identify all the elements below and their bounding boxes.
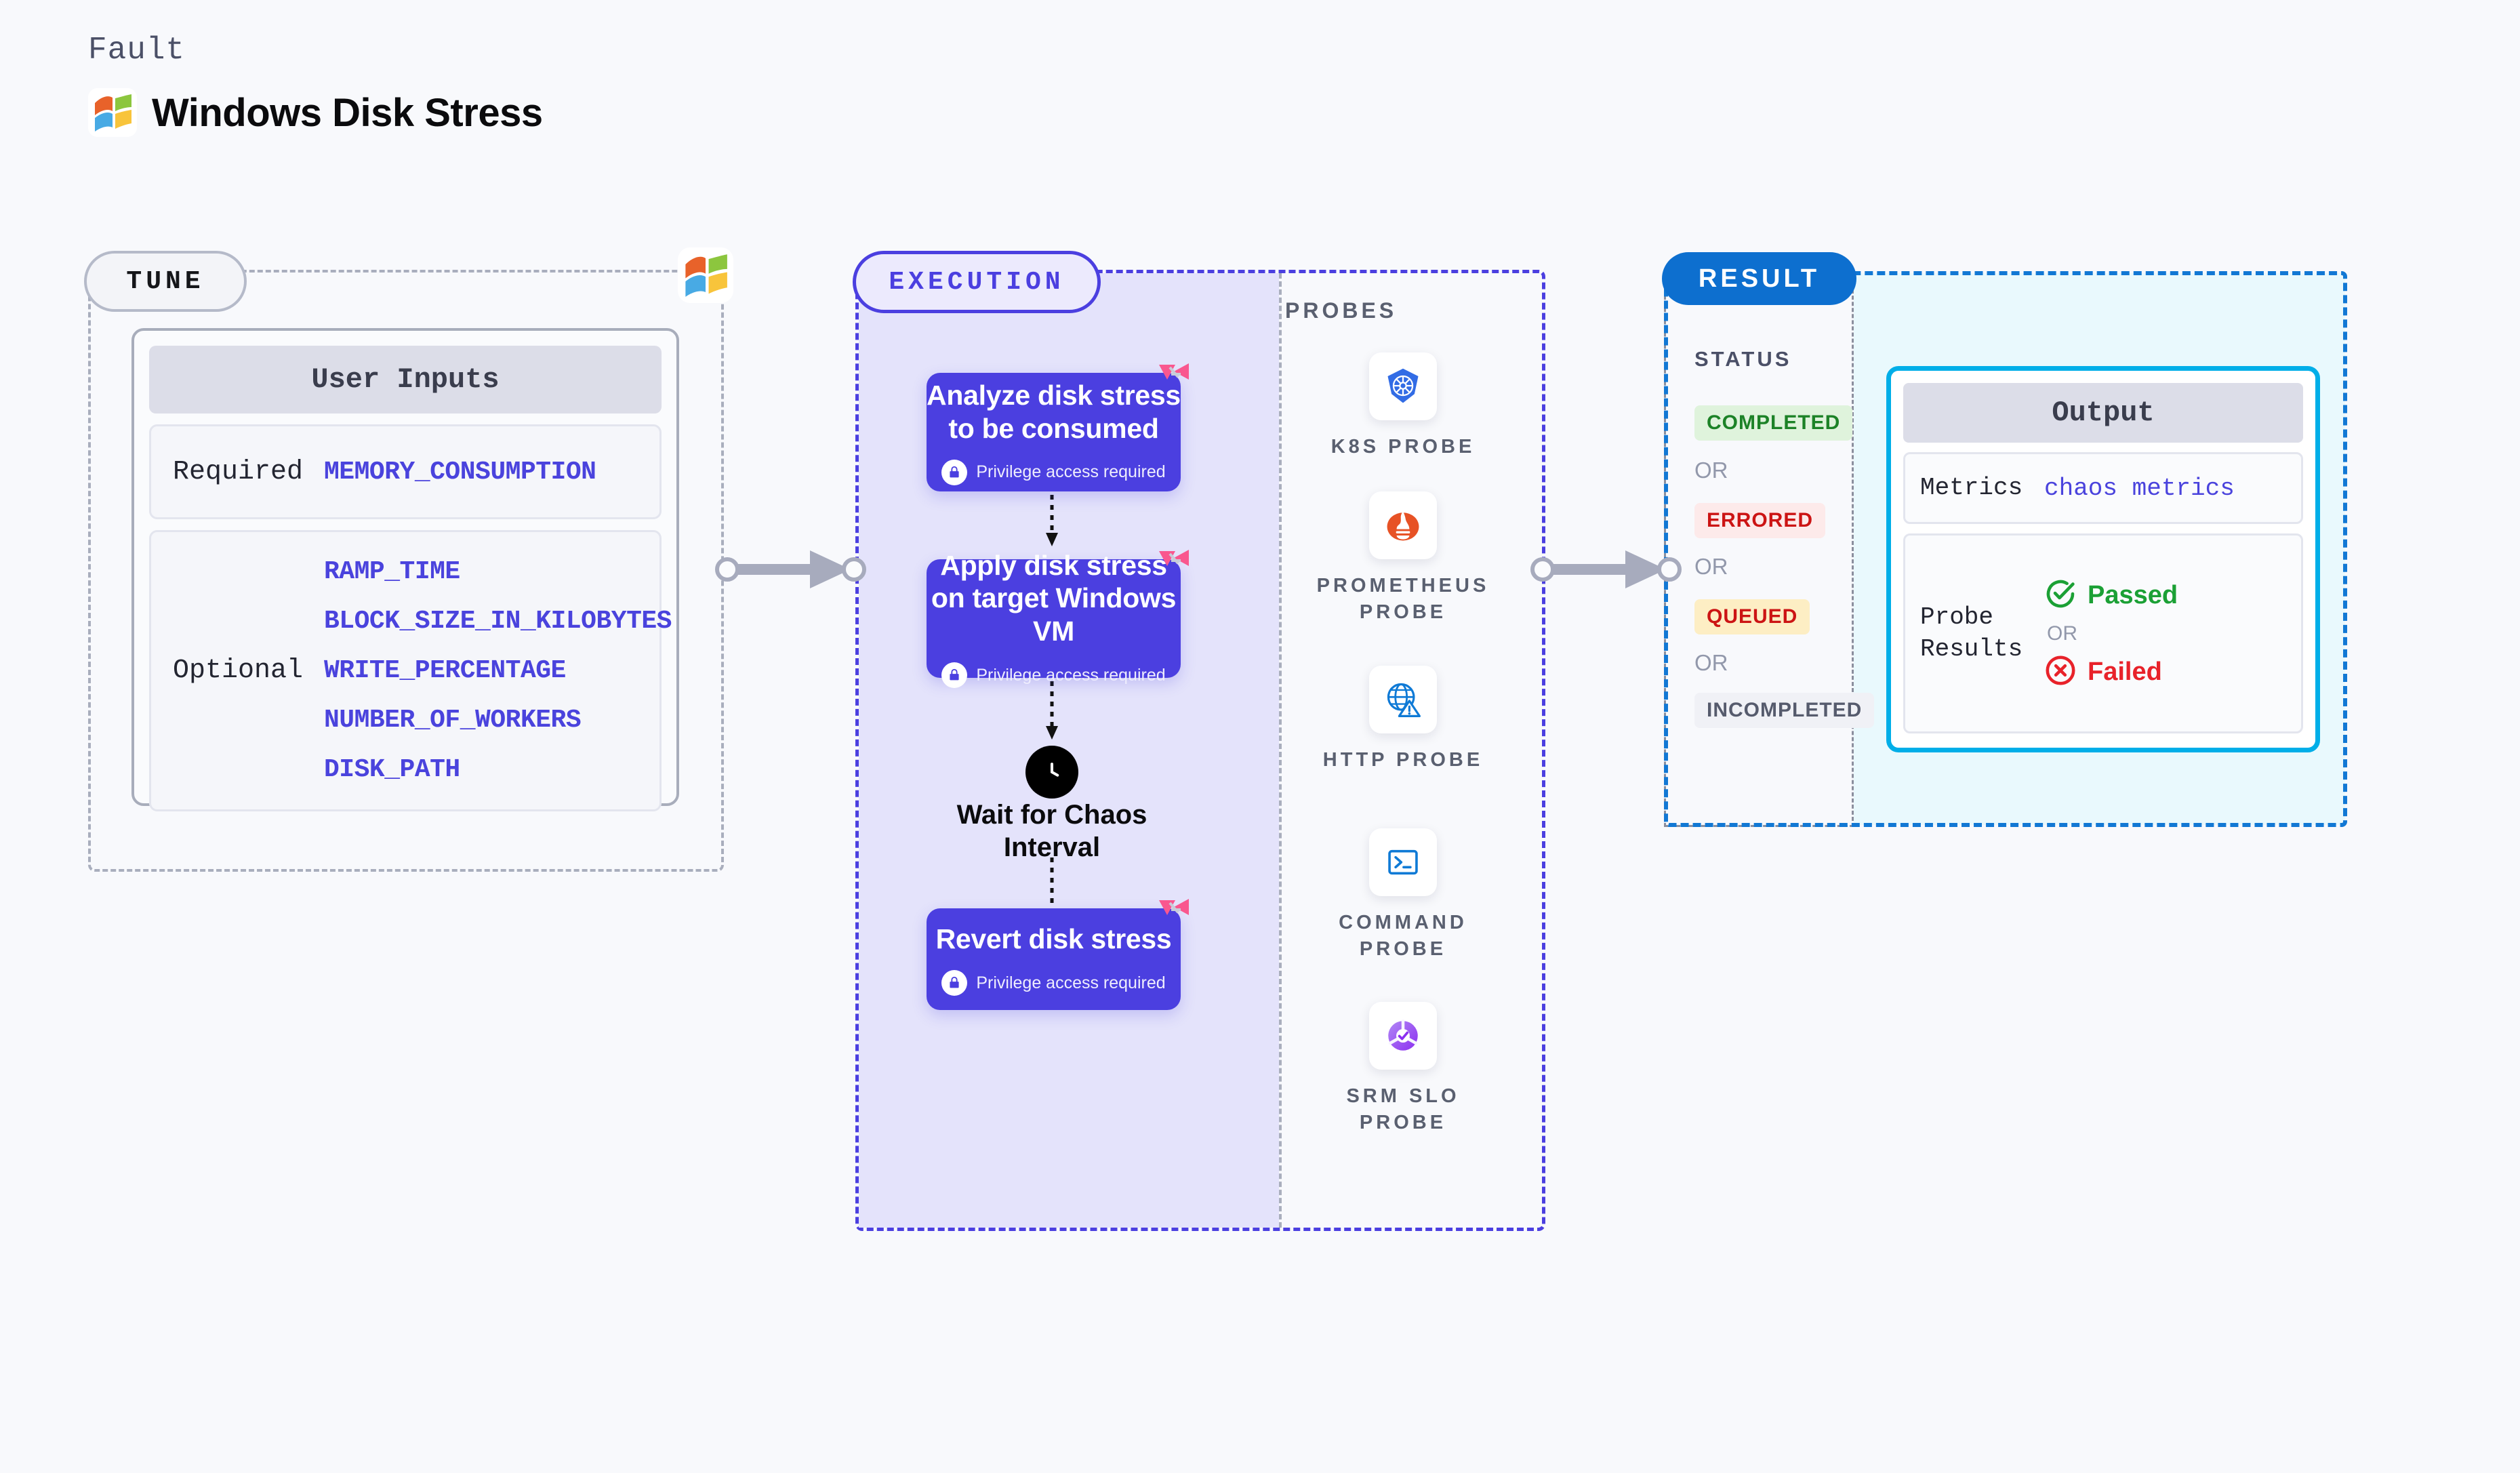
probe-result-failed: Failed — [2044, 654, 2178, 690]
input-variable: WRITE_PERCENTAGE — [324, 656, 566, 685]
chaos-mark-icon — [1155, 359, 1193, 401]
result-section — [1664, 271, 2347, 827]
connector-tune-to-execution — [715, 542, 871, 600]
x-circle-icon — [2044, 654, 2077, 690]
input-variable: RAMP_TIME — [324, 557, 460, 586]
lock-icon — [941, 970, 968, 996]
probe-label: PROMETHEUS PROBE — [1316, 575, 1490, 623]
execution-step-box[interactable]: Revert disk stress Privilege access requ… — [927, 899, 1189, 1010]
prometheus-icon — [1369, 491, 1437, 559]
kubernetes-icon — [1369, 352, 1437, 420]
output-card: Output Metrics chaos metrics Probe Resul… — [1886, 366, 2320, 752]
optional-label: Optional — [173, 655, 304, 686]
status-badge-incompleted: INCOMPLETED — [1694, 693, 1875, 728]
chaos-mark-icon — [1155, 546, 1193, 587]
lock-icon — [941, 459, 968, 485]
flow-arrow-icon — [1043, 681, 1061, 744]
execution-pill-label: EXECUTION — [853, 251, 1101, 313]
failed-label: Failed — [2088, 657, 2162, 686]
check-circle-icon — [2044, 578, 2077, 613]
status-badge-completed: COMPLETED — [1694, 405, 1853, 441]
passed-label: Passed — [2088, 580, 2178, 609]
step-title: Revert disk stress — [935, 923, 1172, 954]
flow-arrow-icon — [1043, 495, 1061, 551]
clock-icon — [1025, 746, 1078, 799]
probes-divider — [1279, 273, 1282, 1228]
http-globe-icon — [1369, 666, 1437, 733]
probe-item-srm-slo[interactable]: SRM SLO PROBE — [1315, 1002, 1491, 1136]
output-title: Output — [1903, 383, 2303, 443]
tune-card: User Inputs Required MEMORY_CONSUMPTION … — [131, 328, 679, 811]
chaos-mark-icon — [1155, 895, 1193, 936]
probe-label: COMMAND PROBE — [1339, 912, 1467, 960]
probe-results-row: Probe Results Passed OR — [1903, 533, 2303, 733]
probe-item-prometheus[interactable]: PROMETHEUS PROBE — [1315, 491, 1491, 626]
metrics-label: Metrics — [1920, 473, 2023, 502]
probe-results-values: Passed OR Failed — [2044, 578, 2178, 690]
privilege-note: Privilege access required — [941, 459, 1166, 485]
lock-icon — [941, 662, 968, 689]
probe-label: HTTP PROBE — [1322, 749, 1484, 771]
execution-step-box[interactable]: Analyze disk stress to be consumed Privi… — [927, 363, 1189, 491]
status-label: STATUS — [1694, 347, 1792, 371]
metrics-row: Metrics chaos metrics — [1903, 452, 2303, 524]
result-pill-label: RESULT — [1662, 252, 1856, 305]
probes-section-label: PROBES — [1285, 298, 1398, 323]
probe-label: SRM SLO PROBE — [1346, 1085, 1460, 1133]
probe-results-label: Probe Results — [1920, 603, 2023, 663]
input-variable: MEMORY_CONSUMPTION — [324, 457, 596, 487]
fault-kicker: Fault — [88, 33, 186, 68]
connector-execution-to-result — [1530, 542, 1686, 600]
or-separator: OR — [1694, 650, 1728, 675]
input-variable: DISK_PATH — [324, 755, 460, 784]
step-title: Apply disk stress on target Windows VM — [931, 549, 1177, 647]
optional-values: RAMP_TIME BLOCK_SIZE_IN_KILOBYTES WRITE_… — [324, 557, 672, 784]
windows-logo-badge-icon — [678, 247, 733, 306]
probe-label: K8S PROBE — [1330, 436, 1476, 458]
page-title: Windows Disk Stress — [152, 90, 543, 135]
srm-slo-icon — [1369, 1002, 1437, 1070]
terminal-icon — [1369, 828, 1437, 896]
required-inputs-row: Required MEMORY_CONSUMPTION — [149, 424, 662, 519]
privilege-text: Privilege access required — [976, 462, 1166, 482]
page-header: Fault Windows Disk Stress — [88, 33, 543, 137]
or-separator: OR — [1694, 458, 1728, 483]
privilege-text: Privilege access required — [976, 973, 1166, 992]
user-inputs-title: User Inputs — [149, 346, 662, 413]
privilege-note: Privilege access required — [941, 970, 1166, 996]
wait-label: Wait for Chaos Interval — [956, 800, 1147, 862]
probe-item-k8s[interactable]: K8S PROBE — [1315, 352, 1491, 460]
probe-item-http[interactable]: HTTP PROBE — [1315, 666, 1491, 773]
or-separator: OR — [2047, 622, 2077, 645]
optional-inputs-row: Optional RAMP_TIME BLOCK_SIZE_IN_KILOBYT… — [149, 530, 672, 811]
windows-logo-icon — [88, 88, 137, 137]
required-values: MEMORY_CONSUMPTION — [324, 458, 596, 487]
probe-result-passed: Passed — [2044, 578, 2178, 613]
fault-title-row: Windows Disk Stress — [88, 88, 543, 137]
tune-pill-label: TUNE — [84, 251, 247, 312]
step-title: Analyze disk stress to be consumed — [927, 380, 1181, 444]
tune-section: User Inputs Required MEMORY_CONSUMPTION … — [88, 270, 724, 872]
privilege-note: Privilege access required — [941, 662, 1166, 689]
privilege-text: Privilege access required — [976, 665, 1166, 685]
required-label: Required — [173, 456, 304, 487]
metrics-value: chaos metrics — [2044, 474, 2235, 502]
input-variable: NUMBER_OF_WORKERS — [324, 706, 582, 735]
status-badge-errored: ERRORED — [1694, 503, 1826, 538]
input-variable: BLOCK_SIZE_IN_KILOBYTES — [324, 607, 672, 636]
execution-step-box[interactable]: Apply disk stress on target Windows VM P… — [927, 550, 1189, 689]
status-badge-queued: QUEUED — [1694, 599, 1810, 634]
probe-item-command[interactable]: COMMAND PROBE — [1315, 828, 1491, 963]
or-separator: OR — [1694, 554, 1728, 579]
